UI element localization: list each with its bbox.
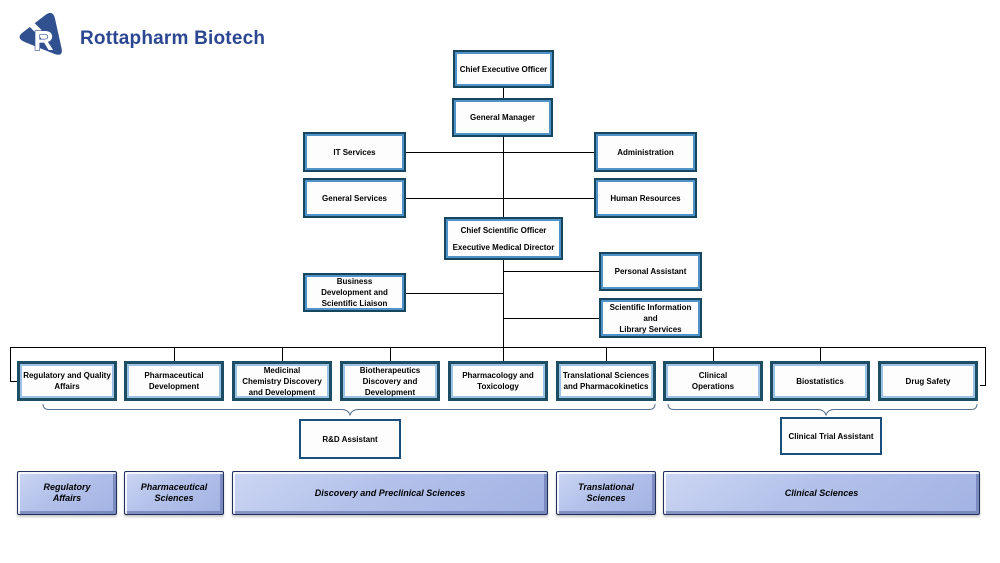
brand-title: Rottapharm Biotech — [80, 28, 266, 49]
org-box-biostatistics: Biostatistics — [770, 361, 870, 401]
org-box-pharmacology-toxicology: Pharmacology and Toxicology — [448, 361, 548, 401]
org-box-general-services: General Services — [303, 178, 406, 218]
org-box-ceo: Chief Executive Officer — [453, 50, 554, 88]
org-box-administration: Administration — [594, 132, 697, 172]
org-box-drug-safety: Drug Safety — [878, 361, 978, 401]
org-box-human-resources: Human Resources — [594, 178, 697, 218]
org-box-business-development: Business Development and Scientific Liai… — [303, 273, 406, 312]
rottapharm-logo-icon: R — [19, 12, 62, 57]
org-box-medicinal-chemistry: Medicinal Chemistry Discovery and Develo… — [232, 361, 332, 401]
grouping-bracket-clinical — [667, 403, 978, 417]
division-translational-sciences: Translational Sciences — [556, 471, 656, 515]
org-box-chief-scientific-officer: Chief Scientific Officer Executive Medic… — [444, 217, 563, 260]
division-clinical-sciences: Clinical Sciences — [663, 471, 980, 515]
org-box-scientific-information: Scientific Information and Library Servi… — [599, 298, 702, 338]
org-box-general-manager: General Manager — [452, 98, 553, 137]
division-discovery-preclinical: Discovery and Preclinical Sciences — [232, 471, 548, 515]
grouping-bracket-rd — [42, 403, 656, 417]
org-box-translational-sciences-pk: Translational Sciences and Pharmacokinet… — [556, 361, 656, 401]
org-box-pharmaceutical-development: Pharmaceutical Development — [124, 361, 224, 401]
org-box-clinical-trial-assistant: Clinical Trial Assistant — [780, 417, 882, 455]
svg-text:R: R — [34, 25, 54, 56]
division-pharmaceutical-sciences: Pharmaceutical Sciences — [124, 471, 224, 515]
division-regulatory-affairs: Regulatory Affairs — [17, 471, 117, 515]
org-box-personal-assistant: Personal Assistant — [599, 252, 702, 291]
org-box-clinical-operations: Clinical Operations — [663, 361, 763, 401]
org-box-biotherapeutics: Biotherapeutics Discovery and Developmen… — [340, 361, 440, 401]
org-box-it-services: IT Services — [303, 132, 406, 172]
org-box-rd-assistant: R&D Assistant — [299, 419, 401, 459]
org-box-regulatory-quality-affairs: Regulatory and Quality Affairs — [17, 361, 117, 401]
